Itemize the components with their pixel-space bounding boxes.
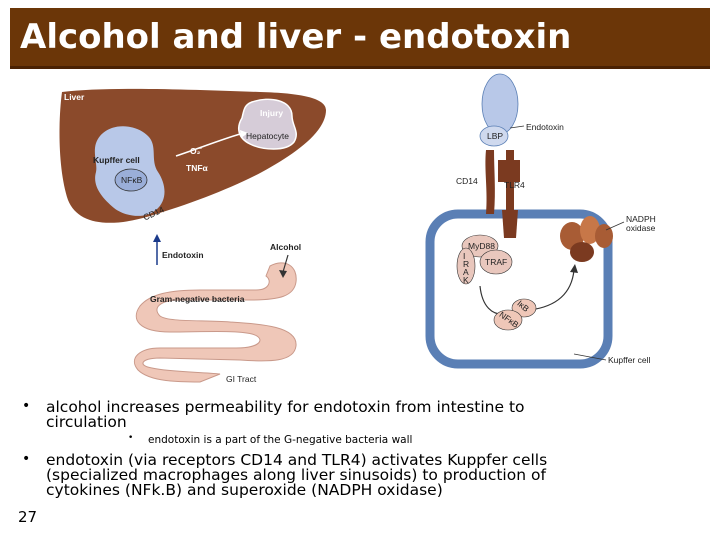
arrow-alcohol [282, 254, 289, 273]
traf-blob [479, 249, 513, 275]
cd14-receptor [485, 150, 495, 214]
nfkb-blob-right [493, 309, 523, 331]
endotoxin-figure: Liver Injury Hepatocyte O₂̄ TNFα Kupffer… [0, 70, 720, 390]
label-kupffer-cell-right: Kupffer cell [608, 355, 650, 365]
label-injury: Injury [260, 108, 283, 118]
label-irak-r: R [463, 259, 469, 269]
sub-bullet-marker: • [128, 433, 134, 443]
arrow-head-alcohol [279, 270, 287, 278]
label-endotoxin-right: Endotoxin [526, 122, 564, 132]
nadph-pointer [605, 221, 625, 231]
bullet-1-line-1: alcohol increases permeability for endot… [46, 398, 525, 416]
gi-tract-shape [133, 262, 297, 383]
figure-svg: Liver Injury Hepatocyte O₂̄ TNFα Kupffer… [59, 73, 656, 384]
label-hepatocyte: Hepatocyte [246, 131, 289, 141]
label-irak-a: A [463, 267, 469, 277]
label-nfkb-left: NFκB [121, 175, 143, 185]
label-gram-negative: Gram-negative bacteria [150, 294, 245, 304]
nfkb-nucleus [114, 168, 148, 192]
irak-blob [456, 247, 476, 285]
kupffer-pointer [573, 353, 607, 361]
label-nadph-1: NADPH [626, 214, 656, 224]
bullet-2-line-2: (specialized macrophages along liver sin… [46, 466, 546, 484]
arrow-tnf-to-hepatocyte [175, 133, 241, 157]
bullet-marker-1: • [22, 398, 31, 414]
slide-number: 27 [18, 508, 38, 526]
label-o2: O₂̄ [190, 146, 202, 156]
slide-title: Alcohol and liver - endotoxin [20, 17, 572, 57]
sub-bullet-text: endotoxin is a part of the G-negative ba… [148, 434, 413, 446]
endotoxin-pointer [509, 125, 525, 129]
label-lbp: LBP [487, 131, 503, 141]
label-nadph-2: oxidase [626, 223, 656, 233]
bullet-2-line-1: endotoxin (via receptors CD14 and TLR4) … [46, 451, 548, 469]
label-traf: TRAF [485, 257, 507, 267]
ikb-blob [511, 298, 537, 318]
nadph-part-2 [580, 216, 600, 244]
label-tlr4: TLR4 [504, 180, 525, 190]
label-gi-tract: GI Tract [226, 374, 257, 384]
arrow-head-endotoxin [153, 234, 161, 242]
nadph-part-4 [570, 242, 594, 262]
arrow-head-nadph [570, 264, 578, 273]
tlr4-receptor [498, 150, 520, 210]
label-endotoxin-left: Endotoxin [162, 250, 204, 260]
arrow-head-hepatocyte [240, 130, 248, 138]
label-tnf: TNFα [186, 163, 209, 173]
label-myd88: MyD88 [468, 241, 495, 251]
bullet-marker-2: • [22, 451, 31, 467]
tlr4-stem [502, 210, 518, 238]
label-cd14-right: CD14 [456, 176, 478, 186]
label-irak-k: K [463, 275, 469, 285]
arrow-to-nadph [529, 269, 575, 311]
hepatocyte-shape [237, 98, 297, 150]
nadph-part-3 [595, 224, 613, 248]
endotoxin-blob [481, 73, 519, 135]
lbp-blob [479, 125, 509, 147]
bullet-1-line-2: circulation [46, 413, 127, 431]
label-alcohol: Alcohol [270, 242, 301, 252]
label-irak-i: I [463, 251, 465, 261]
label-kupffer-cell-left: Kupffer cell [93, 155, 140, 165]
bullet-2-line-3: cytokines (NFk.B) and superoxide (NADPH … [46, 481, 443, 499]
label-liver: Liver [64, 92, 85, 102]
title-bar: Alcohol and liver - endotoxin [10, 8, 710, 69]
